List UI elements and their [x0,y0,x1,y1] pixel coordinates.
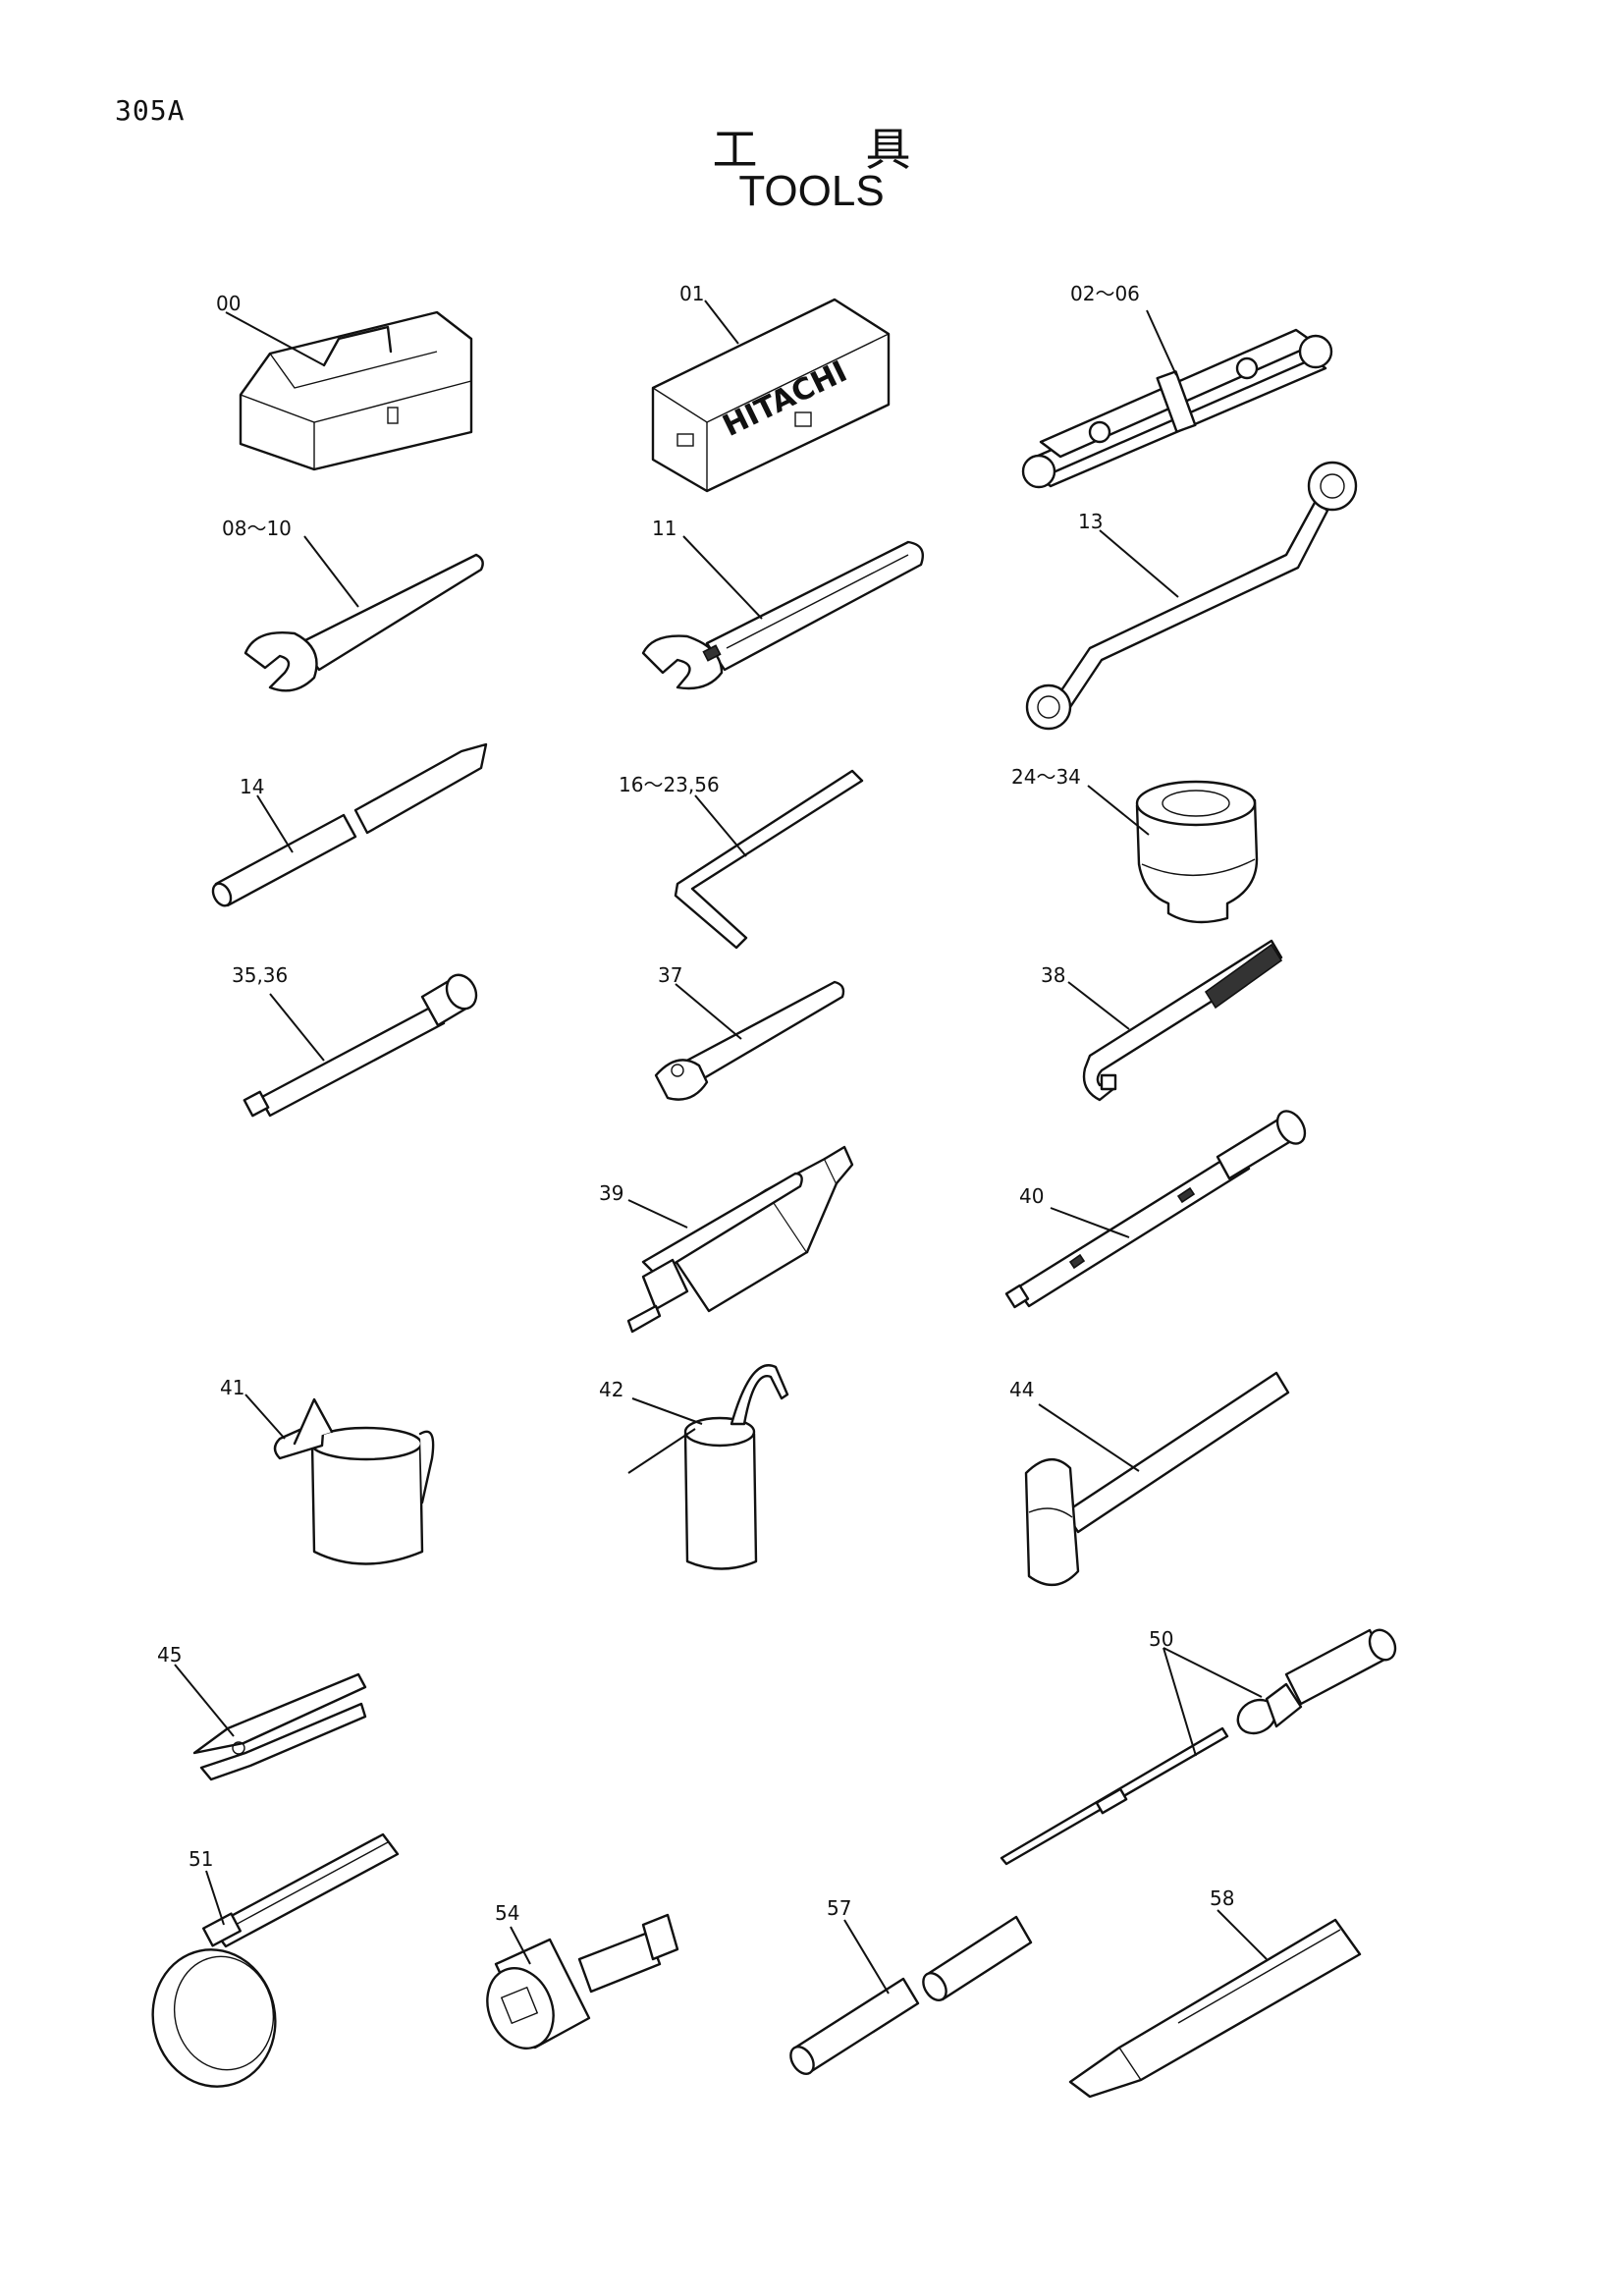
oil-jug [273,1397,435,1565]
title-english: TOOLS [738,167,885,215]
leader-42 [631,1397,703,1425]
wrench-set [1021,328,1333,489]
callout-16-23-56: 16～23,56 [619,773,720,796]
open-wrench [243,553,484,692]
leader-35-36 [269,993,325,1062]
callout-13: 13 [1078,510,1103,533]
callout-51: 51 [189,1847,213,1871]
callout-44: 44 [1009,1378,1034,1401]
chisel [1068,1918,1362,2099]
callout-42: 42 [599,1378,623,1401]
title-japanese: 工具 [712,123,1019,176]
torque-wrench [1004,1110,1307,1309]
callout-37: 37 [658,963,682,987]
leader-11 [682,535,763,620]
leader-54 [510,1926,531,1965]
hex-key [674,769,864,950]
leader-02-06 [1146,309,1177,376]
extension-bar [211,742,488,907]
offset-wrench [1025,461,1358,731]
leader-57 [843,1919,890,1995]
socket [1135,780,1259,924]
leader-40 [1050,1207,1130,1238]
callout-58: 58 [1210,1886,1234,1910]
tool-box [239,310,473,471]
leader-00 [225,311,325,366]
callout-50: 50 [1149,1627,1173,1651]
leader-50b [1163,1647,1197,1757]
screwdriver [1000,1628,1397,1866]
leader-01 [704,300,739,345]
oiler [627,1364,789,1570]
callout-57: 57 [827,1896,851,1920]
callout-00: 00 [216,292,241,315]
leader-50a [1163,1647,1263,1698]
ratchet-handle [654,980,845,1101]
callout-08-10: 08～10 [222,517,292,540]
filter-wrench [151,1832,400,2088]
callout-39: 39 [599,1181,623,1205]
socket-extension [243,973,478,1118]
socket-adapter [486,1913,679,2050]
callout-40: 40 [1019,1184,1044,1208]
callout-41: 41 [220,1376,244,1399]
callout-38: 38 [1041,963,1065,987]
leader-24-34 [1087,785,1150,836]
leader-14 [256,794,294,853]
leader-13 [1099,529,1179,598]
adjustable-wrench [641,540,925,690]
callout-01: 01 [679,282,704,305]
callout-14: 14 [240,775,264,798]
leader-41 [244,1394,286,1440]
callout-45: 45 [157,1643,182,1667]
page-number: 305A [115,94,186,127]
leader-39 [627,1199,688,1229]
leader-44 [1038,1403,1140,1472]
leader-08-10 [303,535,359,608]
callout-24-34: 24～34 [1011,765,1081,789]
l-handle [1082,939,1283,1102]
grease-gun [626,1145,854,1334]
callout-02-06: 02～06 [1070,282,1140,305]
callout-54: 54 [495,1901,519,1925]
leader-58 [1217,1909,1268,1960]
tool-case: HITACHI [651,298,891,493]
leader-51 [205,1870,225,1926]
callout-35-36: 35,36 [232,963,288,987]
pliers [192,1672,367,1781]
callout-11: 11 [652,517,676,540]
hammer [1024,1371,1290,1586]
leader-45 [174,1664,235,1737]
leader-16-23-56 [694,794,747,857]
leader-38 [1067,981,1130,1030]
pipe [789,1915,1033,2075]
leader-37 [675,983,742,1040]
